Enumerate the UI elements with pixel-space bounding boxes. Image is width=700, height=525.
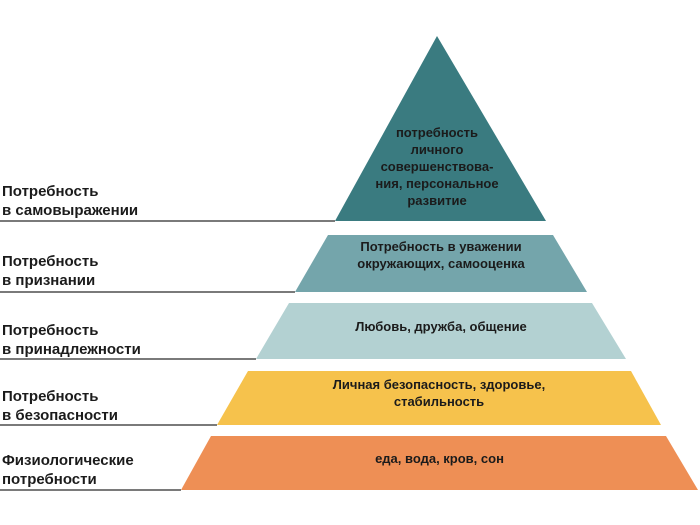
tier-esteem-text: Потребность в уважении — [360, 239, 521, 254]
tier-physiological-text: еда, вода, кров, сон — [375, 451, 504, 466]
tier-belonging — [256, 303, 626, 359]
side-label-line: потребности — [2, 471, 97, 488]
tier-self-actualization — [335, 36, 546, 221]
side-label-self-actualization: Потребность в самовыражении — [2, 182, 202, 220]
side-label-line: Потребность — [2, 183, 99, 200]
side-label-esteem: Потребность в признании — [2, 252, 202, 290]
side-label-safety: Потребность в безопасности — [2, 387, 202, 425]
leader-lines — [0, 220, 335, 491]
tier-self-actualization-text: совершенствова- — [381, 159, 494, 174]
side-label-line: в безопасности — [2, 407, 118, 424]
pyramid-tiers: потребность личного совершенствова-ния, пе… — [181, 36, 698, 490]
tier-belonging-text: Любовь, дружба, общение — [355, 319, 527, 334]
tier-safety-text: стабильность — [394, 394, 484, 409]
tier-safety-text: Личная безопасность, здоровье, — [333, 377, 545, 392]
side-label-line: в принадлежности — [2, 341, 141, 358]
side-label-line: в самовыражении — [2, 202, 139, 219]
side-label-belonging: Потребность в принадлежности — [2, 321, 202, 359]
tier-physiological — [181, 436, 698, 490]
tier-self-actualization-text: потребность — [396, 125, 478, 140]
tier-self-actualization-text: развитие — [407, 193, 466, 208]
side-label-line: Потребность — [2, 388, 99, 405]
side-label-line: Физиологические — [2, 452, 134, 469]
tier-esteem-text: окружающих, самооценка — [357, 256, 525, 271]
tier-esteem — [295, 235, 587, 292]
side-label-line: в признании — [2, 272, 96, 289]
side-label-physiological: Физиологические потребности — [2, 451, 202, 489]
tier-safety — [217, 371, 661, 425]
side-label-line: Потребность — [2, 322, 99, 339]
tier-self-actualization-text: личного — [411, 142, 464, 157]
tier-self-actualization-text: ния, персональное — [375, 176, 498, 191]
side-label-line: Потребность — [2, 253, 99, 270]
